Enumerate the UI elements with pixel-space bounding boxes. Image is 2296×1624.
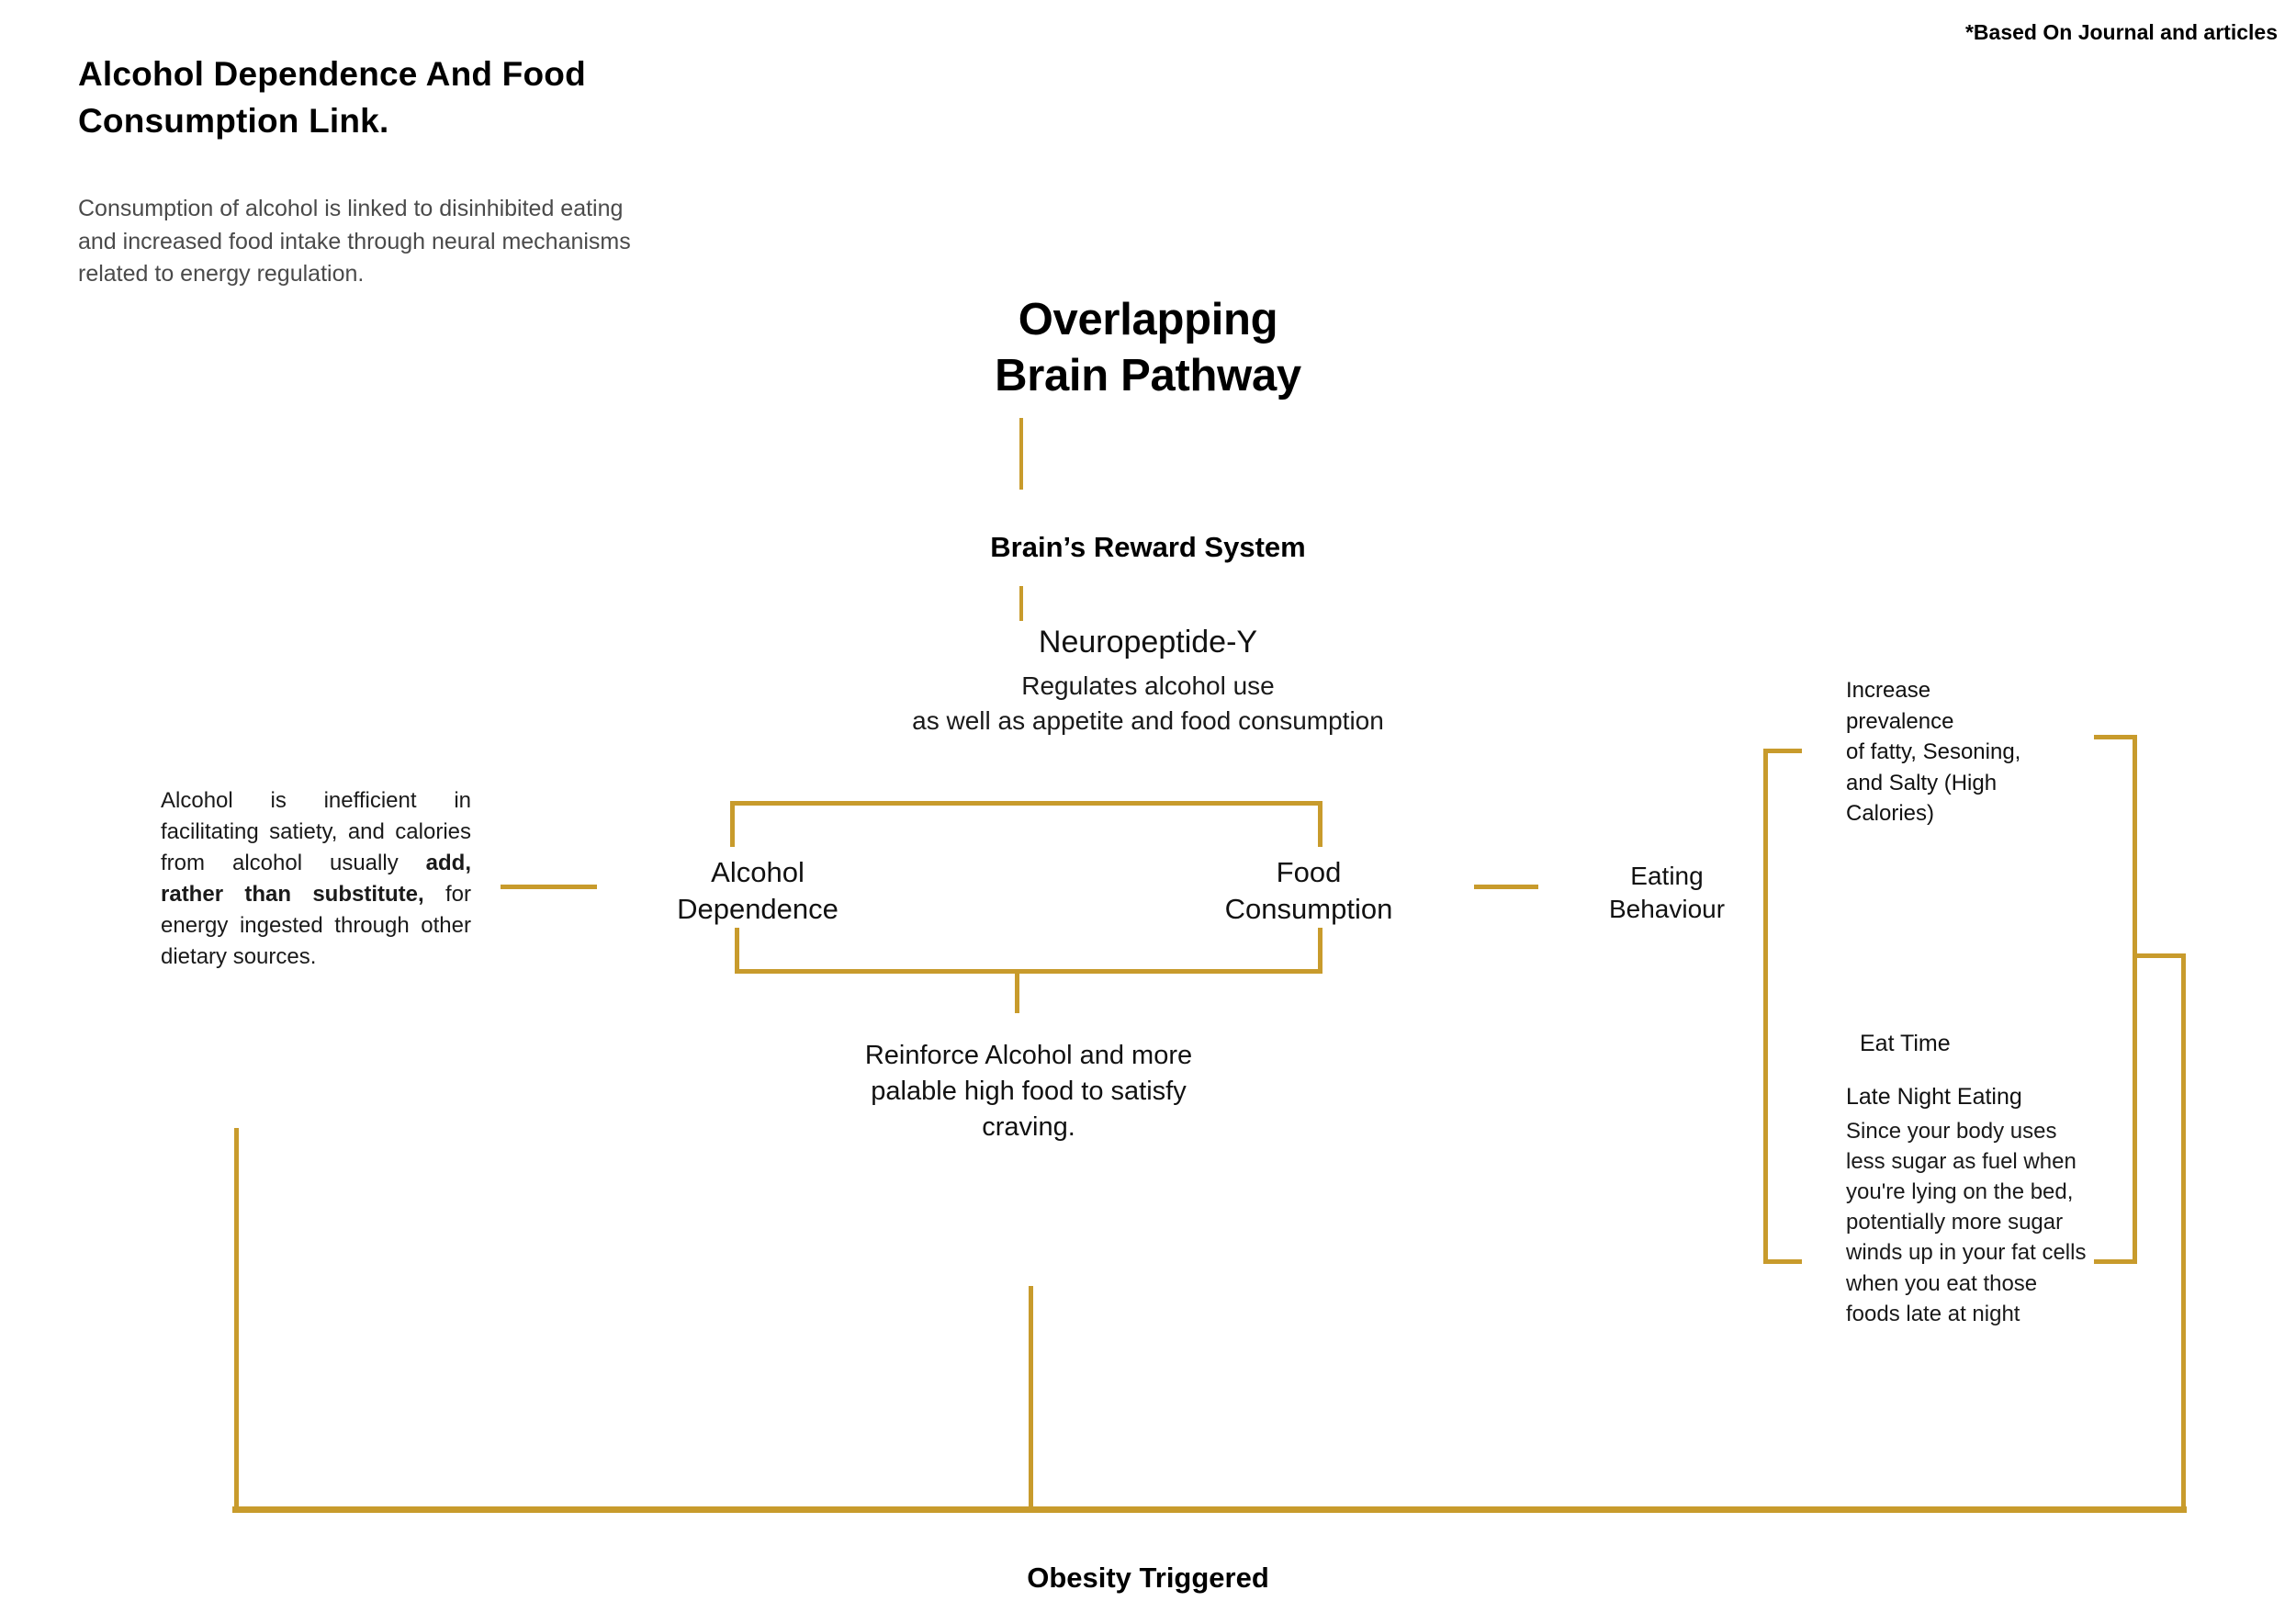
late-night-eating-heading: Late Night Eating: [1846, 1084, 2022, 1110]
connector-right-bracket-to-outer: [2133, 953, 2186, 958]
left-note-bold: add, rather than substitute,: [161, 851, 471, 908]
right-note-high-calories: Increase prevalence of fatty, Sesoning, …: [1846, 675, 2112, 829]
connector-center-vertical-to-bottom: [1029, 1286, 1033, 1512]
bracket-bottom-left-arm: [735, 928, 739, 974]
high-calories-line-2: prevalence: [1846, 708, 1954, 734]
diagram-title: Overlapping Brain Pathway: [0, 292, 2296, 404]
connector-bracket-to-reinforce: [1015, 969, 1019, 1013]
connector-outer-right-vertical: [2181, 953, 2186, 1512]
right-bracket-right-bottom-tick: [2094, 1259, 2137, 1264]
npy-description: Regulates alcohol use as well as appetit…: [0, 669, 2296, 738]
node-eating-behaviour-line-2: Behaviour: [1608, 894, 1726, 923]
bracket-top-right-arm: [1318, 801, 1322, 847]
reinforce-note: Reinforce Alcohol and more palable high …: [716, 1038, 1341, 1145]
diagram-title-line-2: Brain Pathway: [995, 350, 1301, 400]
npy-description-line-1: Regulates alcohol use: [1021, 671, 1275, 700]
bottom-horizontal-bar: [232, 1506, 2187, 1513]
connector-left-vertical-to-bottom: [234, 1128, 239, 1512]
diagram-title-line-1: Overlapping: [1018, 295, 1278, 344]
source-note: *Based On Journal and articles: [1964, 20, 2278, 44]
node-food-consumption-line-1: Food: [1276, 856, 1342, 888]
right-bracket-left-bottom-tick: [1763, 1259, 1802, 1264]
connector-food-to-eating: [1474, 885, 1538, 889]
reinforce-note-line-2: palable high food to satisfy: [871, 1077, 1187, 1107]
node-neuropeptide-y: Neuropeptide-Y: [1038, 625, 1258, 660]
reinforce-note-line-3: craving.: [982, 1112, 1075, 1143]
node-brains-reward-system: Brain’s Reward System: [990, 531, 1306, 563]
connector-reward-to-npy: [1019, 586, 1023, 621]
bracket-bottom-horizontal: [735, 969, 1322, 974]
connector-title-to-reward: [1019, 418, 1023, 490]
left-note-part-2: for energy ingested through other dietar…: [161, 882, 471, 970]
bracket-top-horizontal: [730, 801, 1322, 806]
node-alcohol-dependence: Alcohol Dependence: [634, 854, 882, 927]
reinforce-note-line-1: Reinforce Alcohol and more: [864, 1041, 1193, 1070]
right-bracket-right-top-tick: [2094, 735, 2137, 739]
high-calories-line-3: of fatty, Sesoning,: [1846, 739, 2021, 765]
high-calories-line-5: Calories): [1846, 801, 1935, 827]
node-food-consumption: Food Consumption: [1185, 854, 1433, 927]
right-bracket-left-top-tick: [1763, 749, 1802, 753]
node-eating-behaviour: Eating Behaviour: [1561, 860, 1773, 926]
high-calories-line-1: Increase: [1846, 678, 1931, 703]
page-title: Alcohol Dependence And Food Consumption …: [78, 51, 666, 144]
page-subtitle: Consumption of alcohol is linked to disi…: [78, 196, 631, 287]
node-alcohol-dependence-line-1: Alcohol: [711, 856, 805, 888]
node-obesity-triggered: Obesity Triggered: [1027, 1562, 1269, 1594]
high-calories-line-4: and Salty (High: [1846, 770, 1998, 795]
bracket-bottom-right-arm: [1318, 928, 1322, 974]
connector-leftnote-to-alcohol: [501, 885, 597, 889]
node-eating-behaviour-line-1: Eating: [1630, 862, 1704, 890]
page-title-line-1: Alcohol Dependence And: [78, 55, 493, 93]
left-note-part-1: Alcohol is inefficient in facilitating s…: [161, 788, 471, 876]
left-note-text: Alcohol is inefficient in facilitating s…: [161, 785, 471, 973]
page-title-line-2: Food Consumption Link.: [78, 55, 586, 141]
node-alcohol-dependence-line-2: Dependence: [677, 892, 838, 925]
late-night-eating-body: Since your body uses less sugar as fuel …: [1846, 1119, 2087, 1326]
node-food-consumption-line-2: Consumption: [1224, 892, 1393, 925]
right-bracket-right-vertical: [2133, 735, 2137, 1263]
bracket-top-left-arm: [730, 801, 735, 847]
right-bracket-left-vertical: [1763, 749, 1768, 1263]
npy-description-line-2: as well as appetite and food consumption: [912, 705, 1384, 735]
eat-time-heading: Eat Time: [1860, 1031, 1951, 1056]
